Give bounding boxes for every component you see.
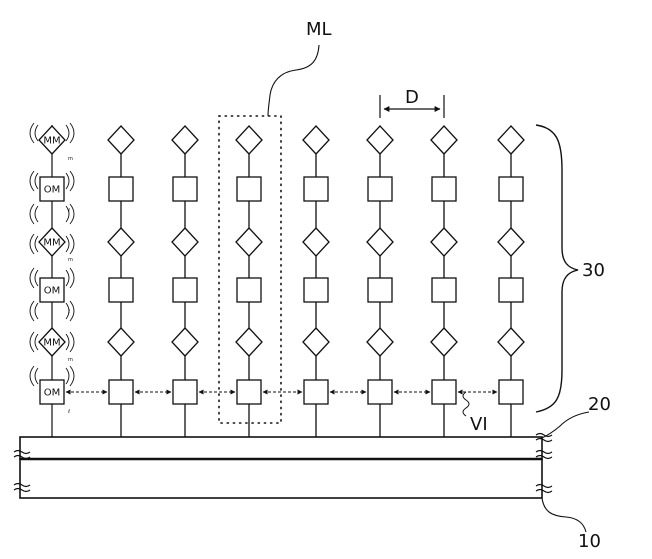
- ml-leader: [267, 44, 320, 117]
- column-2: [171, 125, 199, 437]
- label-30: 30: [582, 260, 605, 281]
- column-7: [497, 125, 525, 437]
- om-module-2: [39, 277, 65, 303]
- side-mark: ℓ: [67, 208, 70, 214]
- side-mark: ℓ: [67, 409, 70, 415]
- leader-vi: [462, 391, 470, 417]
- module-label: OM: [44, 388, 61, 399]
- substrate-10: [19, 458, 543, 499]
- module-label: OM: [44, 185, 61, 196]
- om-module-1: [39, 176, 65, 202]
- memory-line-outline: [218, 115, 282, 424]
- om-module-3: [39, 379, 65, 405]
- column-6: [430, 125, 458, 437]
- break-marks: [13, 432, 553, 494]
- column-3: [235, 125, 263, 437]
- substrate-layers: [19, 436, 543, 499]
- upper-layer-20: [19, 436, 543, 460]
- side-mark: m: [68, 357, 73, 363]
- side-mark: ℓ: [67, 309, 70, 315]
- label-20: 20: [588, 394, 611, 415]
- label-10: 10: [578, 531, 601, 552]
- label-ml: ML: [306, 19, 332, 40]
- left-module-column: [29, 122, 75, 437]
- module-label: MM: [43, 338, 60, 349]
- mm-module-2: [38, 227, 66, 257]
- label-vi: VI: [470, 414, 488, 435]
- stack-brace: [535, 124, 579, 413]
- left-module-labels: MM OM MM OM MM OM m ℓ m ℓ m ℓ: [43, 136, 73, 416]
- leader-10: [541, 497, 587, 533]
- module-label: MM: [43, 238, 60, 249]
- module-label: MM: [43, 136, 60, 147]
- side-mark: m: [68, 156, 73, 162]
- leader-20: [541, 411, 590, 439]
- column-5: [366, 125, 394, 437]
- label-d: D: [405, 87, 419, 108]
- module-label: OM: [44, 286, 61, 297]
- side-mark: m: [68, 257, 73, 263]
- column-1: [107, 125, 135, 437]
- mm-module-3: [38, 327, 66, 357]
- column-4: [302, 125, 330, 437]
- mm-module-1: [38, 125, 66, 155]
- dimension-d: [379, 95, 445, 118]
